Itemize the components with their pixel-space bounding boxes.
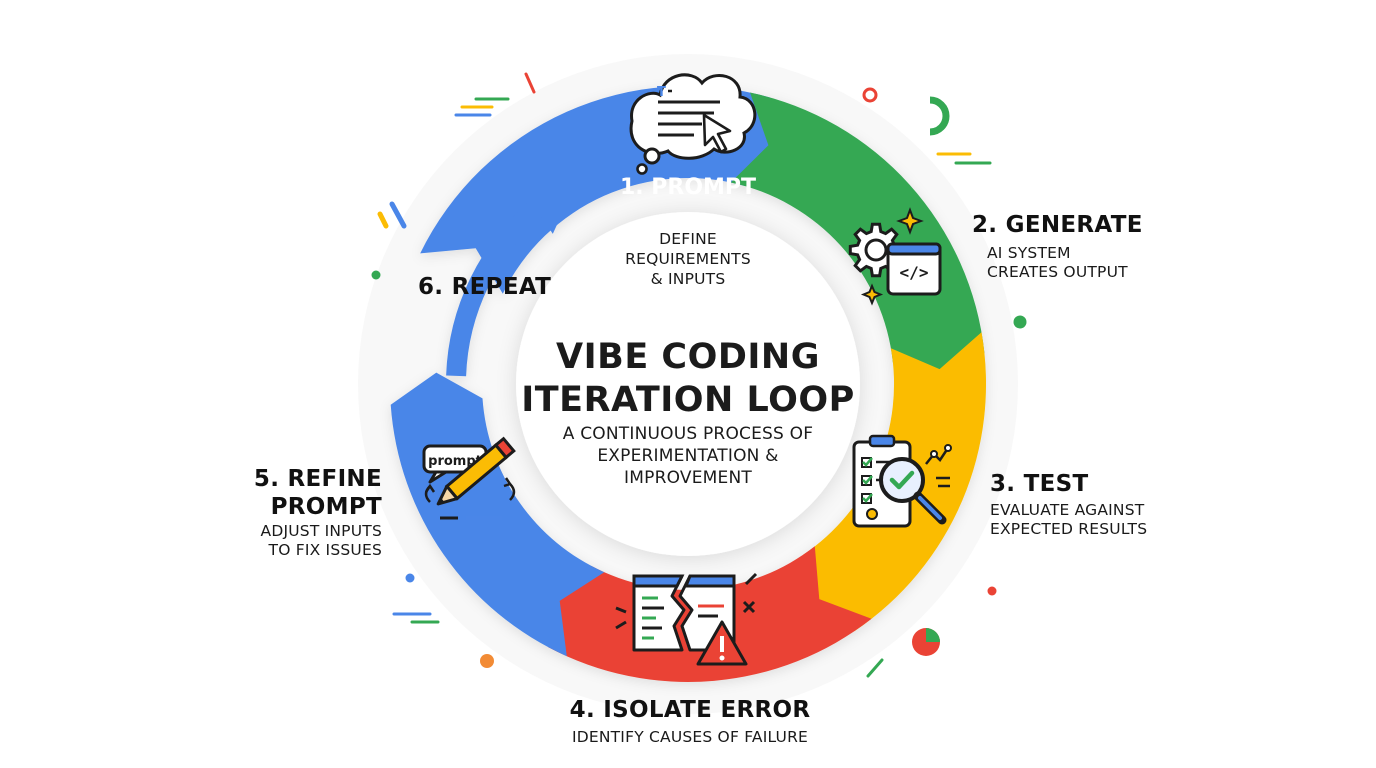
page-title: VIBE CODING ITERATION LOOP xyxy=(521,336,854,421)
step-1-desc-line: DEFINE xyxy=(659,230,717,248)
ring-segment-step-5 xyxy=(390,372,605,657)
repeat-arrowhead xyxy=(518,168,583,234)
step-5-desc: ADJUST INPUTS TO FIX ISSUES xyxy=(261,522,382,559)
step-2-desc: AI SYSTEM CREATES OUTPUT xyxy=(987,244,1128,281)
step-4-desc: IDENTIFY CAUSES OF FAILURE xyxy=(571,728,809,746)
title-line: VIBE CODING xyxy=(556,337,820,377)
checklist-magnifier-icon xyxy=(852,434,952,528)
step-3-title: 3. TEST xyxy=(990,471,1089,497)
step-2-title: 2. GENERATE xyxy=(972,212,1143,238)
prompt-tag-text: prompt xyxy=(428,454,482,469)
subtitle: A CONTINUOUS PROCESS OF EXPERIMENTATION … xyxy=(563,424,813,489)
broken-code-warning-icon xyxy=(615,572,758,666)
step-5-desc-line: ADJUST INPUTS xyxy=(260,522,382,540)
step-1-title: 1. PROMPT xyxy=(619,175,757,200)
gear-icon xyxy=(848,222,904,278)
subtitle-line: IMPROVEMENT xyxy=(624,467,752,488)
center-circle xyxy=(516,212,860,556)
step-1-desc-line: & INPUTS xyxy=(650,270,726,289)
step-5-title-line: PROMPT xyxy=(270,493,382,520)
step-3-desc-line: EXPECTED RESULTS xyxy=(990,519,1148,538)
thought-bubble-cursor-icon: T xyxy=(629,73,757,175)
step-6-title: 6. REPEAT xyxy=(418,274,552,300)
step-2-desc-line: AI SYSTEM xyxy=(987,244,1071,262)
decorative-confetti xyxy=(371,72,1027,678)
sparkle-icon xyxy=(896,207,924,235)
step-5-desc-line: TO FIX ISSUES xyxy=(268,540,382,559)
step-2-desc-line: CREATES OUTPUT xyxy=(987,262,1128,281)
subtitle-line: A CONTINUOUS PROCESS OF xyxy=(562,424,814,444)
gear-code-window-icon: </> xyxy=(848,207,942,306)
step-1-desc-line: REQUIREMENTS xyxy=(625,250,751,269)
step-4-title: 4. ISOLATE ERROR xyxy=(569,697,811,723)
sparkle-icon xyxy=(860,283,884,306)
step-1-desc: DEFINE REQUIREMENTS & INPUTS xyxy=(625,229,751,289)
subtitle-line: EXPERIMENTATION & xyxy=(597,445,779,466)
arrow-loop-icon xyxy=(446,198,546,377)
bubble-letter: T xyxy=(657,85,666,100)
pencil-prompt-icon: prompt xyxy=(422,436,516,520)
step-5-title-line: 5. REFINE xyxy=(253,466,382,492)
step-3-desc: EVALUATE AGAINST EXPECTED RESULTS xyxy=(990,501,1147,538)
title-line: ITERATION LOOP xyxy=(521,379,855,420)
step-3-desc-line: EVALUATE AGAINST xyxy=(990,501,1145,519)
step-5-title: 5. REFINE PROMPT xyxy=(254,466,382,521)
code-symbol: </> xyxy=(900,263,929,282)
